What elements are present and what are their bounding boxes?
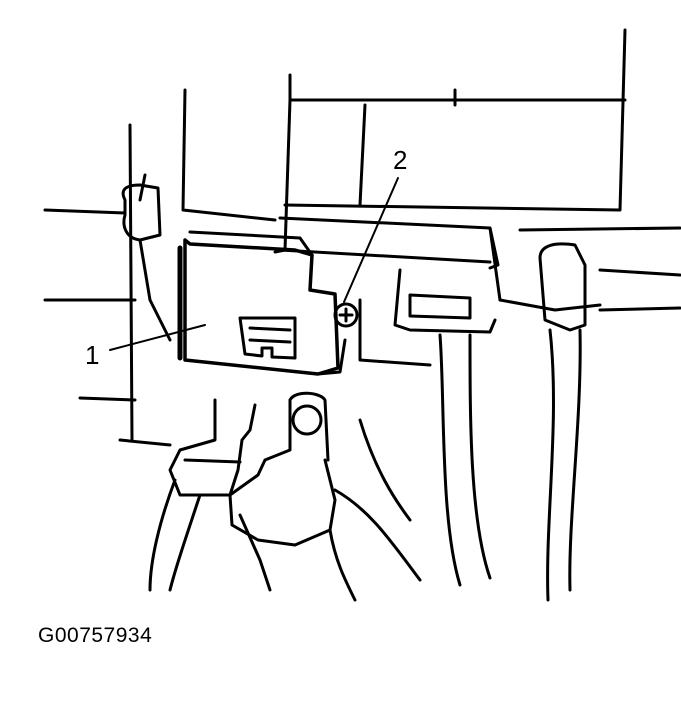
- figure-id: G00757934: [38, 624, 153, 647]
- relay-body: [177, 230, 359, 376]
- upper-housing: [273, 28, 681, 302]
- lower-connectors: [148, 391, 422, 602]
- leader-line-2: [343, 177, 399, 303]
- left-frame: [43, 88, 277, 447]
- callout-2: 2: [393, 145, 408, 175]
- leader-line-1: [109, 324, 206, 351]
- callout-1: 1: [85, 340, 100, 370]
- right-hoses: [358, 242, 681, 602]
